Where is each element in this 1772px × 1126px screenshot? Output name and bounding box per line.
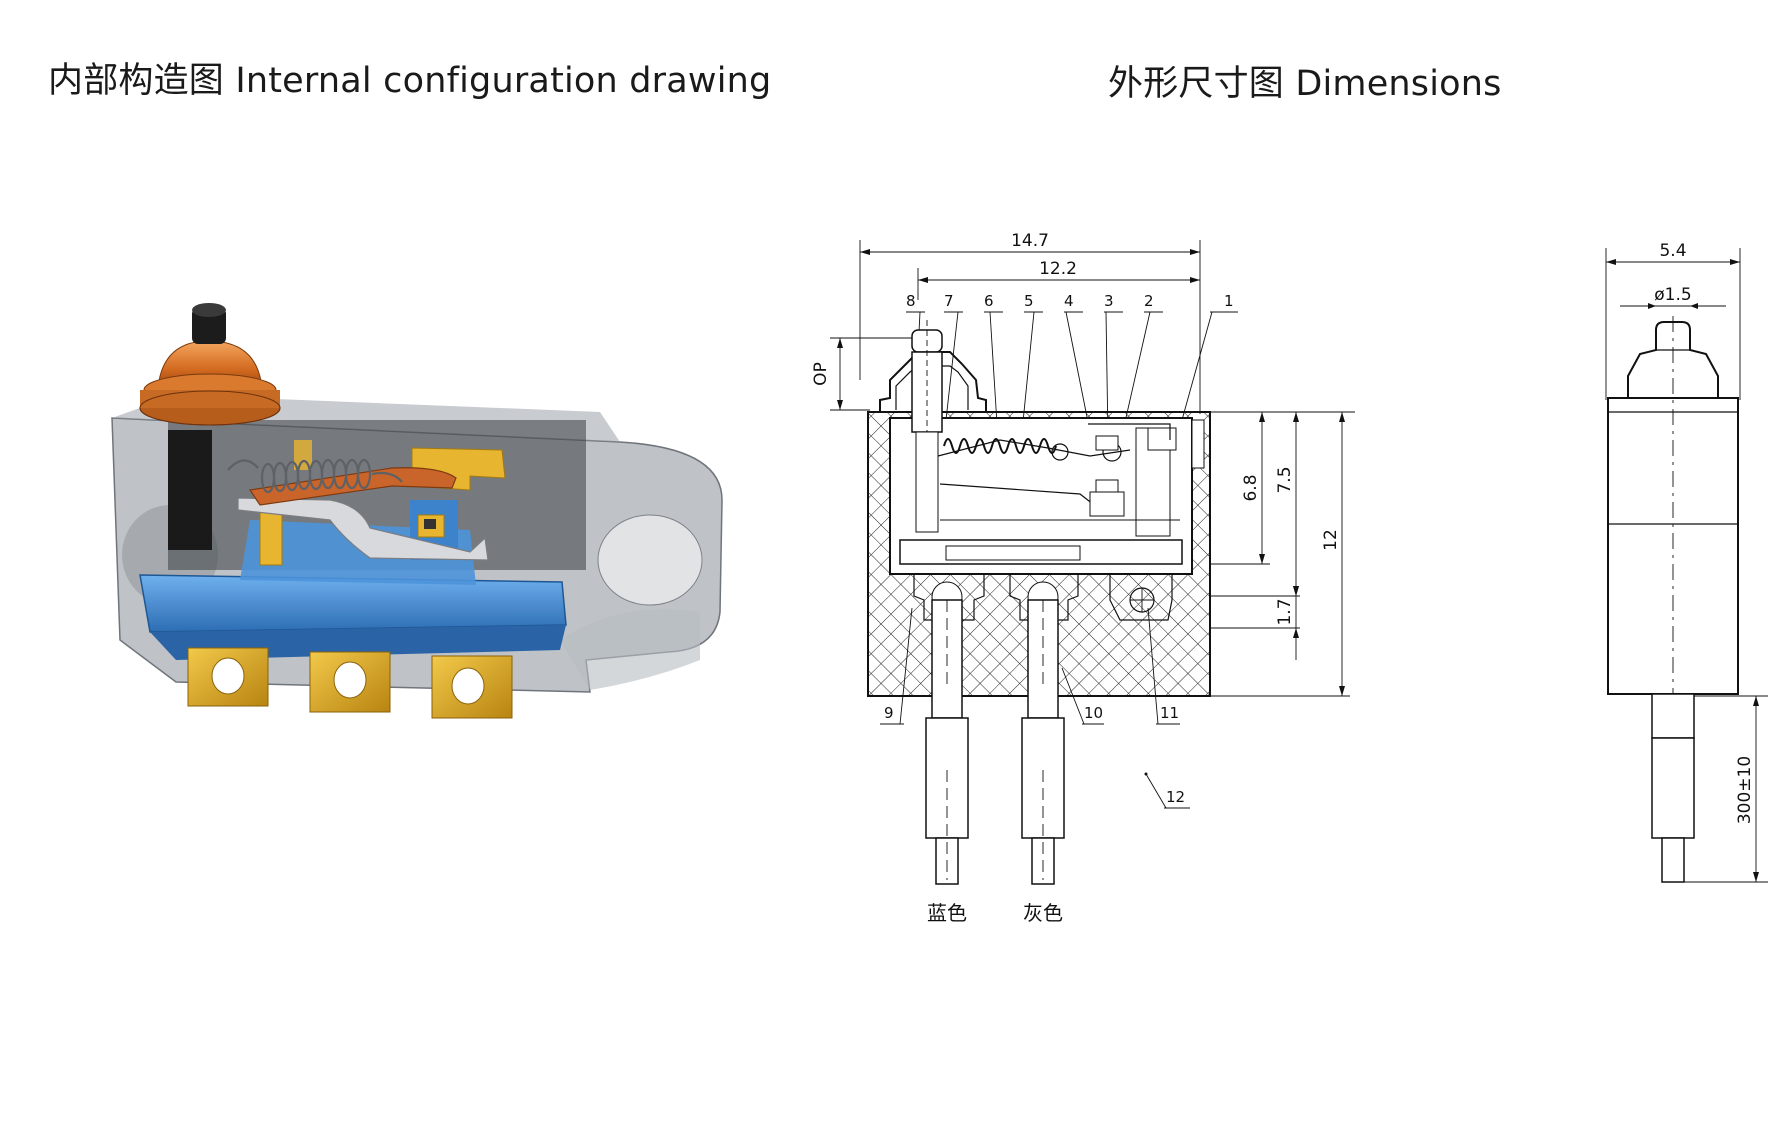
rubber-boot: [139, 341, 281, 426]
terminal-middle: [309, 651, 391, 713]
wire-leads: [925, 599, 1065, 885]
terminal-right: [431, 655, 513, 719]
dimension-overall-width: 14.7: [859, 231, 1201, 414]
part-label-12: 12: [1166, 788, 1185, 806]
dim-14-7: 14.7: [1011, 231, 1049, 251]
coil-spring: [227, 458, 403, 494]
part-label-8: 8: [906, 292, 916, 310]
dim-dia-1-5: ø1.5: [1654, 285, 1691, 305]
internal-mechanism: [915, 419, 1205, 537]
dim-op: OP: [811, 362, 831, 386]
part-label-9: 9: [884, 704, 894, 722]
part-label-7: 7: [944, 292, 954, 310]
part-label-6: 6: [984, 292, 994, 310]
dim-6-8: 6.8: [1241, 474, 1261, 501]
dim-12-2: 12.2: [1039, 259, 1077, 279]
side-width-dimension: 5.4: [1605, 241, 1741, 400]
part-label-4: 4: [1064, 292, 1074, 310]
moving-blade: [237, 497, 489, 561]
part-label-2: 2: [1144, 292, 1154, 310]
part-label-1: 1: [1224, 292, 1234, 310]
dim-12: 12: [1321, 529, 1341, 551]
button-head: [879, 320, 987, 500]
part-label-5: 5: [1024, 292, 1034, 310]
internal-configuration-illustration: [111, 303, 723, 719]
dimension-inner-width: 12.2: [917, 259, 1200, 300]
lower-callouts: 9 10 11 12: [880, 607, 1190, 809]
dimension-heights: 6.8 7.5 1.7 12: [1210, 411, 1355, 697]
dim-7-5: 7.5: [1275, 466, 1295, 493]
spring: [943, 438, 1057, 454]
front-dimension-drawing: 14.7 12.2 8 7 6 5 4 3 2 1: [811, 231, 1355, 925]
wire-label-grey: 灰色: [1023, 901, 1063, 925]
part-label-10: 10: [1084, 704, 1103, 722]
dim-1-7: 1.7: [1275, 598, 1295, 625]
part-label-3: 3: [1104, 292, 1114, 310]
contact-lever: [248, 467, 457, 506]
button-diameter-dimension: ø1.5: [1620, 285, 1726, 309]
dimension-op: OP: [811, 337, 935, 411]
wire-label-blue: 蓝色: [927, 901, 967, 925]
terminals: [187, 647, 513, 719]
side-body: [1607, 316, 1739, 883]
side-dimension-drawing: 5.4 ø1.5 300±10: [1605, 241, 1768, 883]
dimensions-drawing-title: 外形尺寸图 Dimensions: [1108, 64, 1502, 104]
actuator-button: [192, 303, 226, 344]
plunger-stem: [168, 430, 212, 550]
terminal-left: [187, 647, 269, 707]
part-label-11: 11: [1160, 704, 1179, 722]
lead-length-dimension: 300±10: [1684, 695, 1768, 883]
dim-5-4: 5.4: [1659, 241, 1686, 261]
housing-section: [867, 411, 1211, 697]
internal-drawing-title: 内部构造图 Internal configuration drawing: [48, 61, 772, 101]
dim-300: 300±10: [1735, 756, 1755, 824]
